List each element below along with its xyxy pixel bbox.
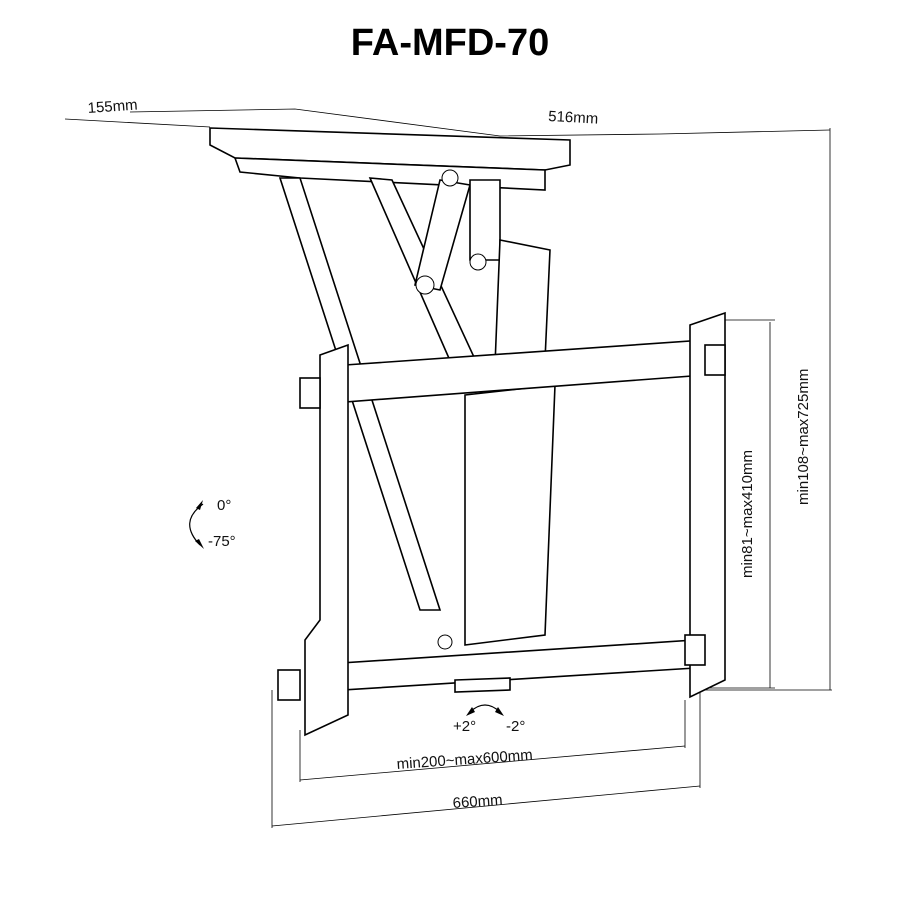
rail-clip bbox=[277, 669, 301, 701]
tilt-arrow-icon bbox=[189, 500, 204, 549]
right-rail bbox=[689, 311, 726, 699]
swivel-left-label: +2° bbox=[453, 718, 476, 735]
pivot-bolt bbox=[437, 634, 453, 650]
swivel-arrow-icon bbox=[466, 704, 504, 716]
plate-width-label: 516mm bbox=[548, 108, 599, 128]
plate-housing bbox=[233, 157, 546, 191]
product-title: FA-MFD-70 bbox=[351, 22, 549, 64]
center-spine bbox=[464, 384, 556, 646]
tilt-bottom-label: -75° bbox=[208, 533, 236, 550]
pivot-bolt bbox=[415, 275, 435, 295]
rail-clip bbox=[684, 634, 706, 666]
rail-clip bbox=[704, 344, 726, 376]
linkage-arm bbox=[414, 179, 472, 291]
total-width-label: 660mm bbox=[452, 792, 503, 812]
mount-illustration bbox=[209, 127, 726, 737]
dimension-lines bbox=[64, 108, 832, 828]
depth-label: 155mm bbox=[87, 97, 138, 117]
pivot-bolt bbox=[441, 169, 459, 187]
column bbox=[494, 239, 551, 366]
vesa-height-label: min81~max410mm bbox=[739, 450, 756, 578]
total-height-label: min108~max725mm bbox=[795, 369, 812, 505]
bottom-bracket bbox=[454, 677, 511, 693]
pivot-bolt bbox=[469, 253, 487, 271]
vesa-width-label: min200~max600mm bbox=[396, 747, 533, 773]
linkage-bracket bbox=[469, 179, 501, 261]
rail-clip bbox=[299, 377, 321, 409]
tilt-top-label: 0° bbox=[217, 497, 231, 514]
swivel-right-label: -2° bbox=[506, 718, 525, 735]
left-rail bbox=[304, 343, 349, 737]
